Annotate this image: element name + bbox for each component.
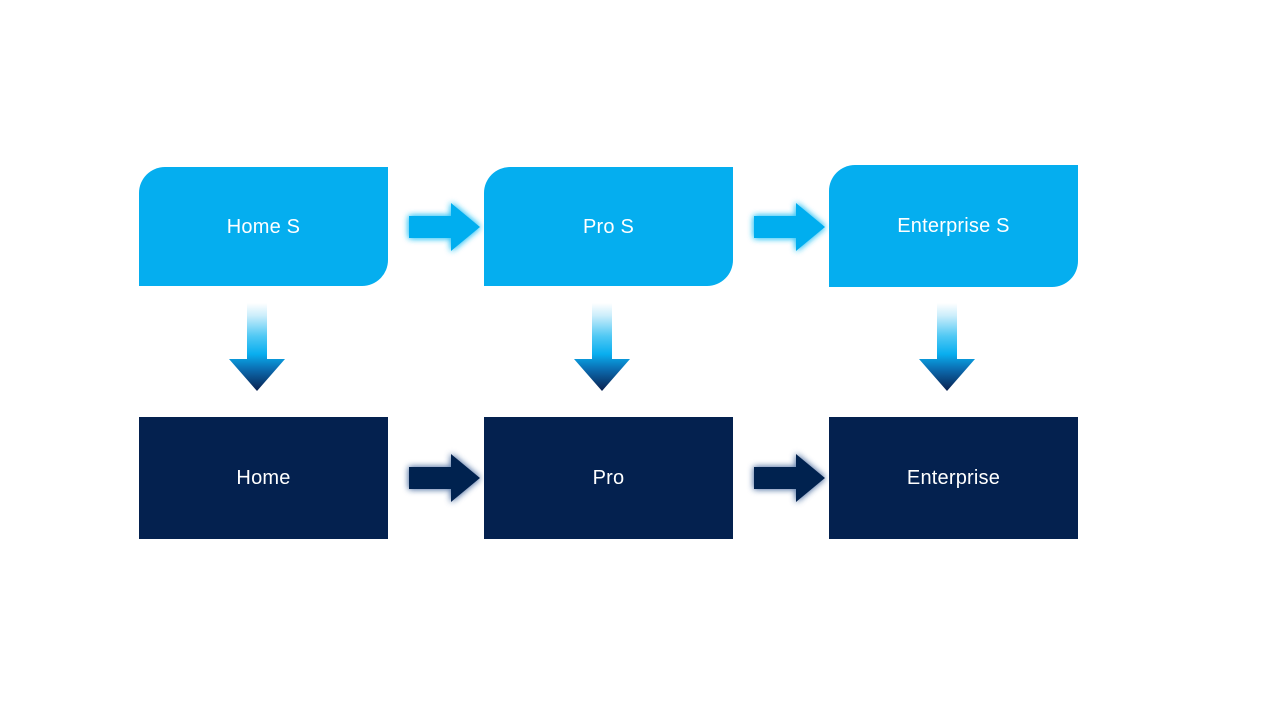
- node-pro-label: Pro: [592, 467, 625, 489]
- node-pro[interactable]: Pro: [484, 417, 733, 539]
- node-enterprise-s-label: Enterprise S: [897, 215, 1010, 237]
- arrow-down-icon-enterprise-s-to-enterprise: [915, 303, 979, 393]
- arrow-right-icon-home-to-pro: [403, 447, 485, 509]
- arrow-right-icon-pro-to-enterprise: [748, 447, 830, 509]
- arrow-right-icon-home-s-to-pro-s: [403, 196, 485, 258]
- arrow-right-icon-pro-s-to-enterprise-s: [748, 196, 830, 258]
- node-enterprise[interactable]: Enterprise: [829, 417, 1078, 539]
- node-enterprise-label: Enterprise: [906, 467, 1001, 489]
- node-pro-s[interactable]: Pro S: [484, 167, 733, 286]
- node-enterprise-s[interactable]: Enterprise S: [829, 165, 1078, 287]
- arrow-down-icon-home-s-to-home: [225, 303, 289, 393]
- arrow-down-icon-pro-s-to-pro: [570, 303, 634, 393]
- node-home[interactable]: Home: [139, 417, 388, 539]
- node-home-s-label: Home S: [226, 215, 301, 238]
- node-pro-s-label: Pro S: [582, 215, 635, 238]
- node-home-s[interactable]: Home S: [139, 167, 388, 286]
- node-home-label: Home: [236, 467, 291, 489]
